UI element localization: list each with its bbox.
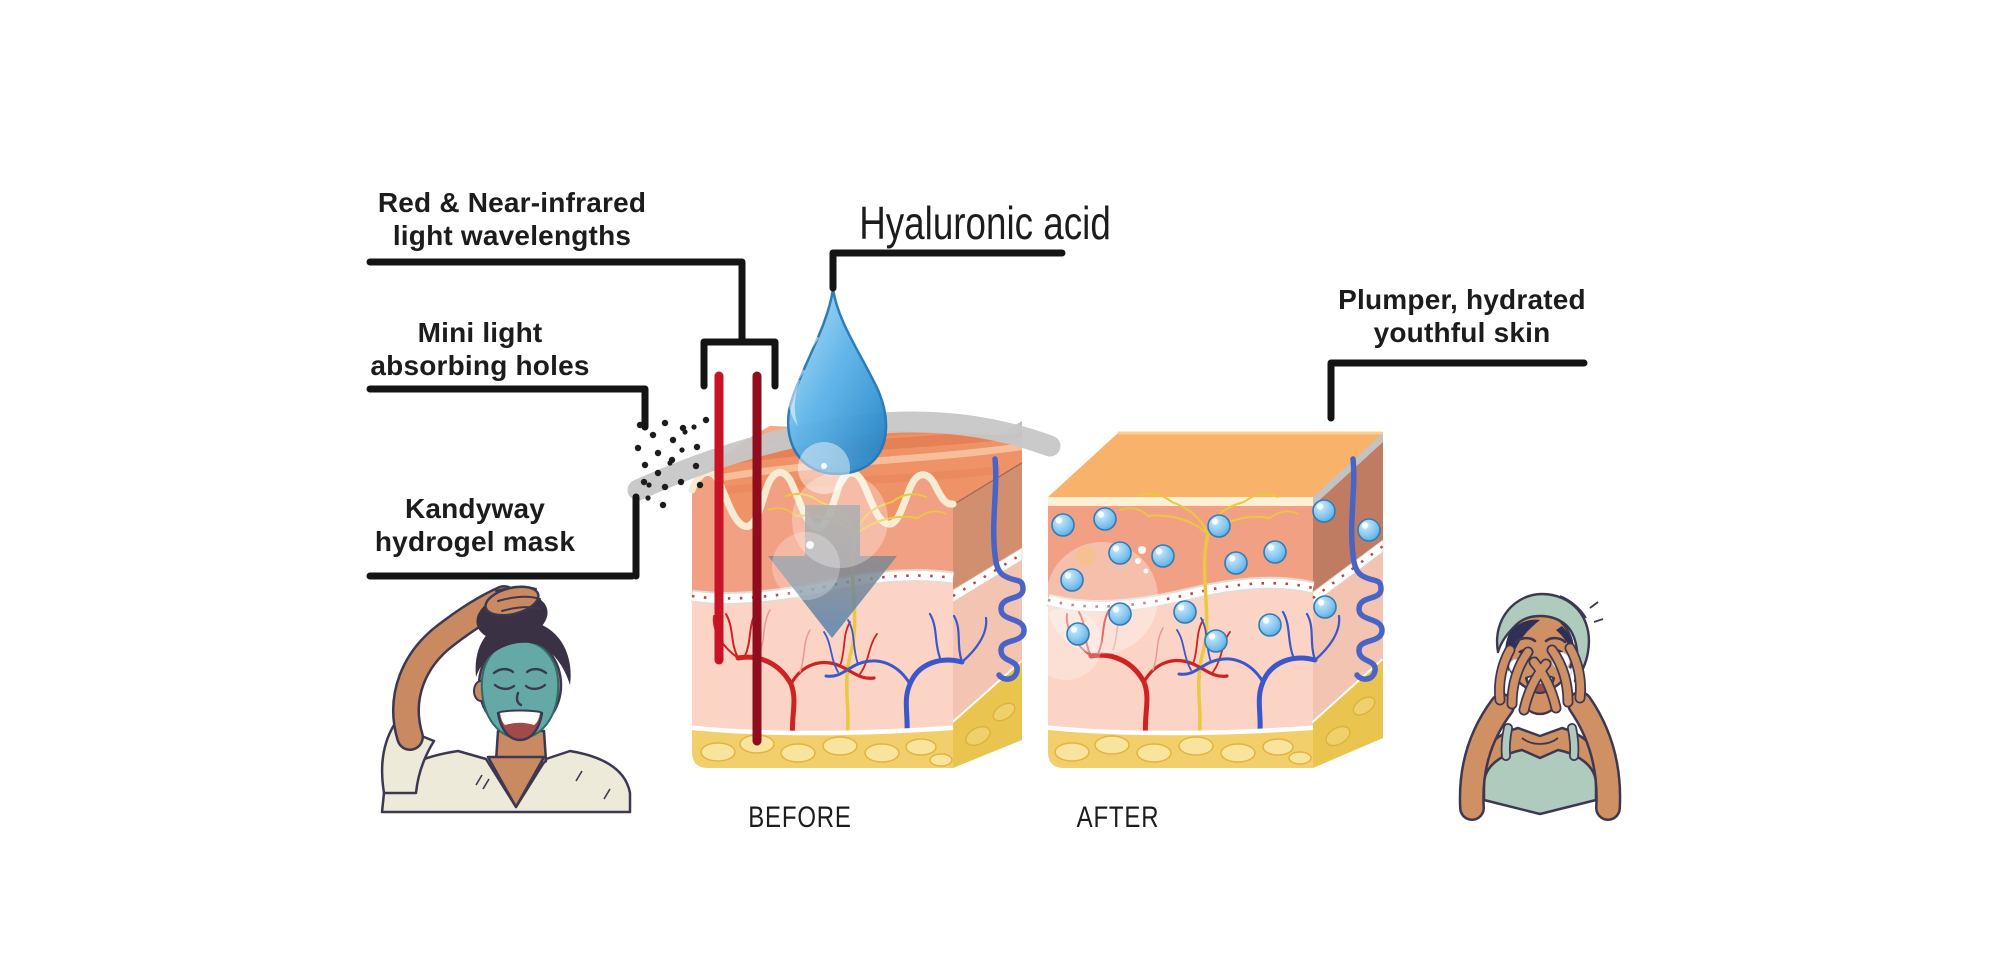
callout-result [1327,359,1588,422]
hydration-dots [1051,499,1381,653]
label-red-nir-line1: Red & Near-infrared [377,187,647,218]
hair [1505,619,1540,672]
right-arm [1569,693,1619,819]
tank-top [1482,748,1598,816]
label-hyaluronic-text: Hyaluronic acid [859,197,1111,249]
label-red-nir-light: Red & Near-infrared light wavelengths [345,186,679,252]
woman-applying-mask-illustration [380,585,632,814]
label-hydrogel-mask: Kandyway hydrogel mask [330,492,620,558]
light-rays [714,371,762,746]
callout-red-nir [366,258,746,346]
after-basement-membrane [1046,576,1315,614]
after-top-side-face [1313,441,1383,592]
chest [486,755,546,809]
callout-red-nir-bracket [700,338,779,390]
label-result-line1: Plumper, hydrated [1338,284,1586,315]
after-side-mask-stripe [1313,432,1383,506]
before-caption: BEFORE [731,801,869,835]
callout-hydrogel [366,493,640,580]
before-fat-top-line [691,725,954,736]
after-fat-blobs [1054,735,1312,765]
before-membrane-side-dots [952,552,1023,598]
before-fat-blobs [700,734,953,767]
label-result-skin: Plumper, hydrated youthful skin [1305,283,1619,349]
after-flat-top-surface [1048,433,1383,497]
label-mini-holes-line1: Mini light [417,317,543,348]
label-hyaluronic-acid: Hyaluronic acid [829,198,1141,248]
left-arm [1461,695,1513,819]
callout-lines [366,249,1588,580]
after-caption-text: AFTER [1076,801,1160,834]
after-fat-top-line [1047,725,1314,736]
after-caption: AFTER [1049,801,1187,835]
label-hydrogel-line1: Kandyway [404,493,546,524]
after-dermis-side [1313,552,1383,723]
fingers [1494,642,1586,716]
label-mini-holes: Mini light absorbing holes [330,316,630,382]
after-membrane-side-dots [1312,544,1384,600]
before-caption-text: BEFORE [748,801,852,834]
after-surface-cream-stripe [1048,497,1313,506]
label-red-nir-line2: light wavelengths [392,220,632,251]
callout-hyaluronic [829,249,1066,292]
hyaluronic-droplet-icon [772,288,888,600]
absorption-arrow-icon [768,505,897,638]
callout-mini-holes [366,385,649,431]
label-hydrogel-line2: hydrogel mask [374,526,576,557]
light-particles [634,416,710,509]
label-mini-holes-line2: absorbing holes [370,350,590,381]
skin-block-after [1030,431,1384,768]
woman-happy-skin-illustration [1458,592,1622,821]
label-result-line2: youthful skin [1373,317,1551,348]
